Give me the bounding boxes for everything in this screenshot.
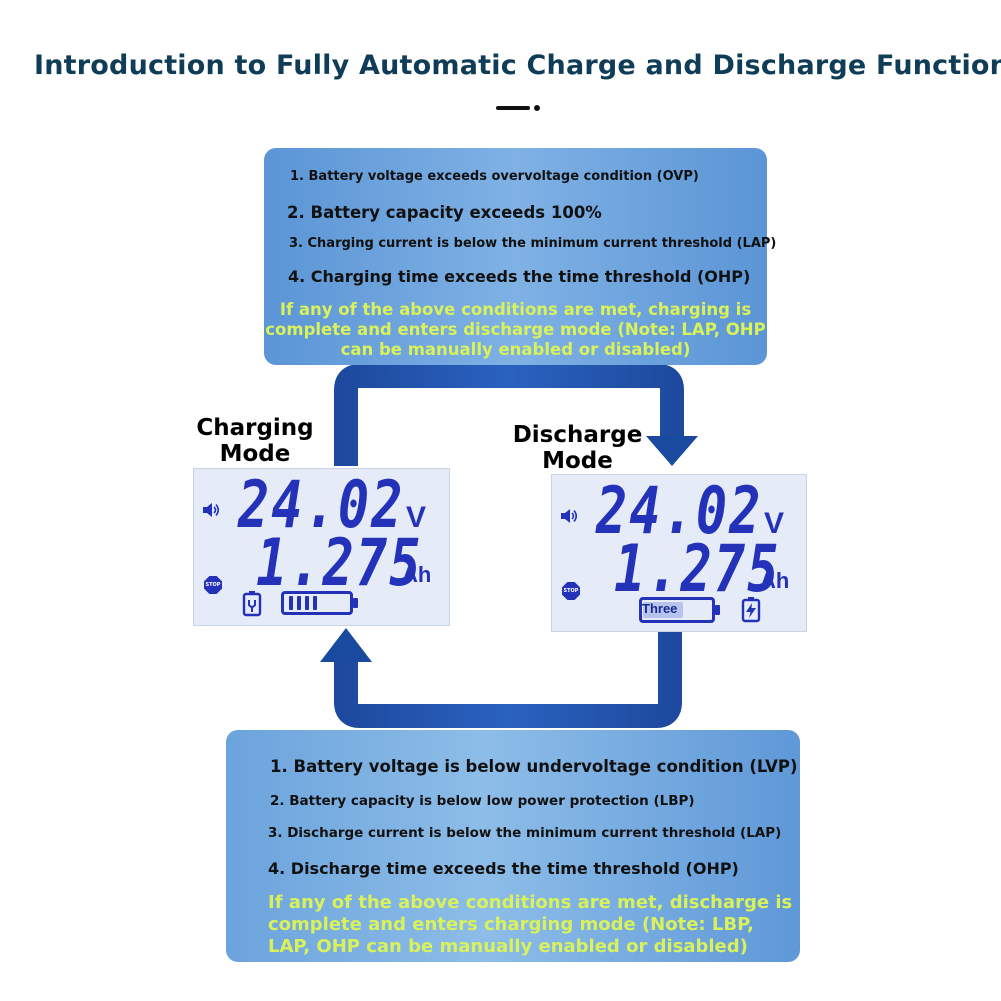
discharge-lcd-display: 24.02 V 1.275 Ah STOP Three [551,474,807,632]
arrow-charge-to-discharge [334,364,684,466]
battery-icon: Three [639,597,715,623]
plug-icon [242,591,262,617]
charge-condition-1: 1. Battery voltage exceeds overvoltage c… [290,169,699,184]
charging-lcd-display: 24.02 V 1.275 Ah STOP [193,468,450,626]
charging-voltage-unit: V [406,501,427,534]
arrow-discharge-to-charging [334,632,682,728]
discharge-mode-label-line2: Mode [542,448,613,474]
battery-fill [643,602,683,618]
charge-end-conditions-panel: 1. Battery voltage exceeds overvoltage c… [264,148,776,365]
title-underline [496,106,530,110]
battery-level-bar [289,596,293,610]
charge-condition-2: 2. Battery capacity exceeds 100% [287,203,602,222]
battery-level-bar [297,596,301,610]
discharge-note-line-3: LAP, OHP can be manually enabled or disa… [268,936,748,957]
charge-condition-4: 4. Charging time exceeds the time thresh… [288,267,751,286]
charging-mode-label: Charging Mode [190,415,320,467]
charge-note-line-3: can be manually enabled or disabled) [340,340,691,359]
battery-text: Three [642,601,678,616]
stop-icon: STOP [562,582,580,600]
title-underline-dot [534,105,540,111]
charging-capacity-value: 1.275 [256,526,423,601]
speaker-icon [561,509,578,523]
discharge-voltage-value: 24.02 [596,474,763,549]
discharge-condition-4: 4. Discharge time exceeds the time thres… [268,859,739,878]
arrow-head-down [646,436,698,466]
discharge-mode-label-line1: Discharge [512,422,643,448]
battery-tip [715,605,720,615]
speaker-icon [203,503,220,517]
battery-tip [353,598,358,608]
charge-condition-3: 3. Charging current is below the minimum… [289,236,777,251]
charge-end-note: If any of the above conditions are met, … [264,300,767,360]
charging-bolt-icon [741,597,761,623]
charging-mode-label-line1: Charging [196,415,314,441]
battery-icon [281,591,353,615]
discharge-voltage-unit: V [764,507,785,540]
charging-capacity-unit: Ah [402,562,432,587]
discharge-capacity-unit: Ah [760,568,790,593]
discharge-condition-2: 2. Battery capacity is below low power p… [270,793,695,809]
charge-note-line-1: If any of the above conditions are met, … [279,300,752,319]
stop-icon: STOP [204,576,222,594]
discharge-end-note: If any of the above conditions are met, … [268,892,798,958]
discharge-end-conditions-panel: 1. Battery voltage is below undervoltage… [226,730,800,962]
discharge-condition-1: 1. Battery voltage is below undervoltage… [270,757,798,776]
discharge-note-line-1: If any of the above conditions are met, … [268,892,793,913]
page-title: Introduction to Fully Automatic Charge a… [34,50,1001,81]
charge-note-line-2: complete and enters discharge mode (Note… [265,320,766,339]
discharge-condition-3: 3. Discharge current is below the minimu… [268,825,782,841]
battery-level-bar [313,596,317,610]
charging-mode-label-line2: Mode [219,441,291,467]
battery-level-bar [305,596,309,610]
discharge-mode-label: Discharge Mode [505,422,650,474]
arrow-head-up [320,628,372,662]
charging-voltage-value: 24.02 [238,468,405,543]
discharge-note-line-2: complete and enters charging mode (Note:… [268,914,754,935]
discharge-capacity-value: 1.275 [614,532,781,607]
